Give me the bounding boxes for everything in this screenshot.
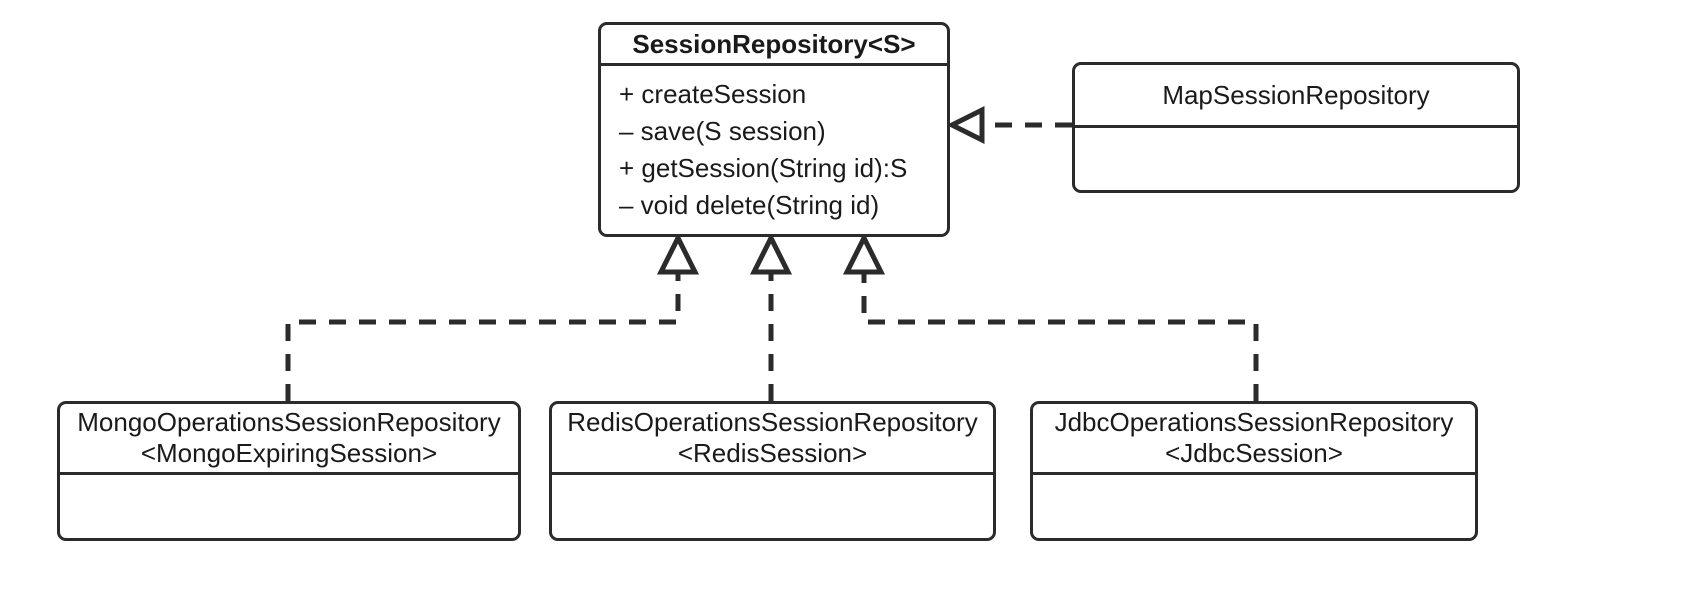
class-member-row: – void delete(String id) [619,190,880,221]
arrowhead-hollow-triangle-map [946,105,985,145]
class-name-redis-session-repository: RedisOperationsSessionRepository <RedisS… [567,407,978,468]
edge-mongo-realizes-session-repository [285,232,700,401]
class-members-mongo-session-repository [60,475,518,538]
class-box-redis-session-repository[interactable]: RedisOperationsSessionRepository <RedisS… [549,401,996,541]
class-box-jdbc-session-repository[interactable]: JdbcOperationsSessionRepository <JdbcSes… [1030,401,1478,541]
class-member-row: + getSession(String id):S [619,153,908,184]
class-members-redis-session-repository [552,475,993,538]
class-divider-jdbc-session-repository [1033,472,1475,475]
class-divider-redis-session-repository [552,472,993,475]
class-divider-session-repository [601,63,947,67]
class-members-jdbc-session-repository [1033,475,1475,538]
class-divider-map-session-repository [1075,125,1517,128]
arrowhead-hollow-triangle-jdbc [842,232,886,275]
class-box-mongo-session-repository[interactable]: MongoOperationsSessionRepository <MongoE… [57,401,521,541]
edge-jdbc-realizes-session-repository [842,232,1259,401]
edge-line-mongo [285,272,681,401]
class-name-session-repository: SessionRepository<S> [632,28,916,59]
class-member-row: – save(S session) [619,116,826,147]
class-name-jdbc-session-repository: JdbcOperationsSessionRepository <JdbcSes… [1054,407,1454,468]
class-divider-mongo-session-repository [60,472,518,475]
class-members-session-repository: + createSession – save(S session) + getS… [601,66,947,234]
class-name-mongo-session-repository: MongoOperationsSessionRepository <MongoE… [77,407,501,468]
class-name-map-session-repository: MapSessionRepository [1162,79,1430,110]
class-box-session-repository[interactable]: SessionRepository<S> + createSession – s… [598,22,950,237]
arrowhead-hollow-triangle-mongo [656,232,700,275]
edge-map-realizes-session-repository [946,105,1072,145]
edge-line-jdbc [861,272,1259,401]
edge-redis-realizes-session-repository [749,232,793,401]
class-member-row: + createSession [619,79,807,110]
class-box-map-session-repository[interactable]: MapSessionRepository [1072,62,1520,193]
arrowhead-hollow-triangle-redis [749,232,793,275]
class-members-map-session-repository [1075,128,1517,190]
